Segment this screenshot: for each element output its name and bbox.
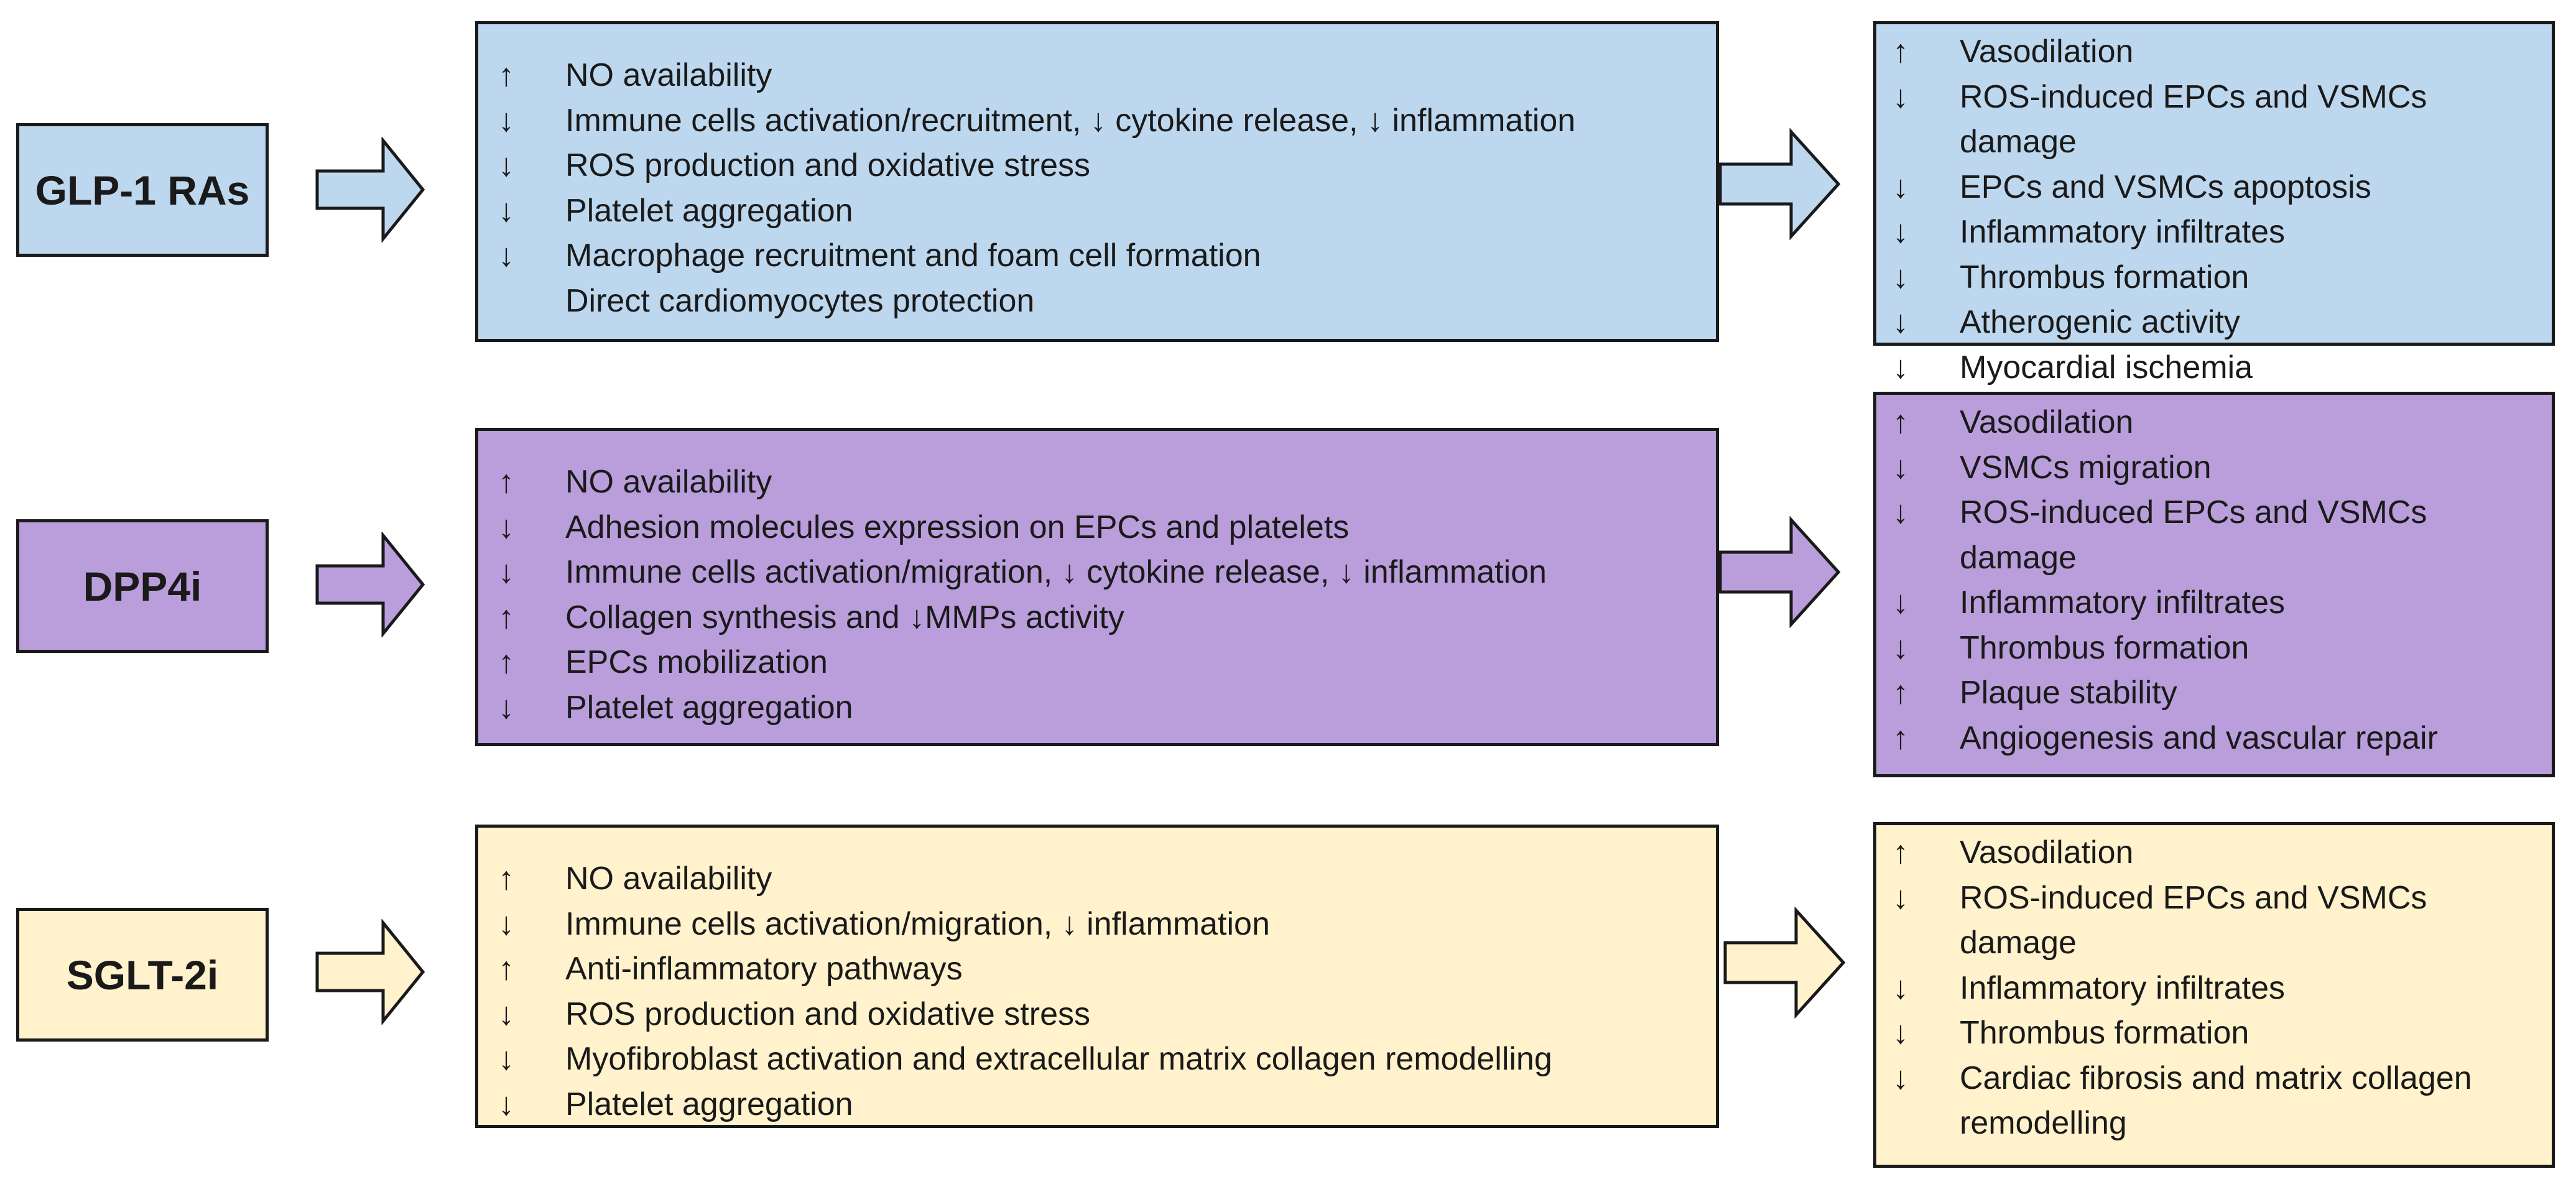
effect-item: ↑Vasodilation <box>1893 34 2134 70</box>
effect-item: ↑Plaque stability <box>1893 675 2177 711</box>
effect-item: ↓EPCs and VSMCs apoptosis <box>1893 169 2371 205</box>
mechanism-item: ↑NO availability <box>498 464 772 500</box>
mechanism-item: ↓Platelet aggregation <box>498 1086 853 1122</box>
effect-item: ↓Thrombus formation <box>1893 1015 2249 1051</box>
effect-box-sglt2i: ↑Vasodilation ↓ROS-induced EPCs and VSMC… <box>1873 822 2555 1168</box>
mechanism-item: ↑Anti-inflammatory pathways <box>498 951 963 987</box>
effect-box-glp1: ↑Vasodilation ↓ROS-induced EPCs and VSMC… <box>1873 21 2555 386</box>
effect-item: ↓VSMCs migration <box>1893 449 2212 486</box>
effect-item: ↓ROS-induced EPCs and VSMCs damage <box>1893 879 2427 961</box>
mechanism-item: ↓ROS production and oxidative stress <box>498 996 1090 1032</box>
effect-box-dpp4i: ↑Vasodilation ↓VSMCs migration ↓ROS-indu… <box>1873 392 2555 777</box>
mechanism-item: ↑Collagen synthesis and ↓MMPs activity <box>498 599 1124 636</box>
effect-item: ↓Thrombus formation <box>1893 629 2249 666</box>
effect-item: ↓ROS-induced EPCs and VSMCs damage <box>1893 78 2427 160</box>
mechanism-item: ↓Immune cells activation/recruitment, ↓ … <box>498 102 1576 139</box>
arrow-right-icon <box>1718 128 1842 240</box>
effect-item: ↑Vasodilation <box>1893 835 2134 871</box>
mechanism-item: ↓Adhesion molecules expression on EPCs a… <box>498 509 1350 545</box>
mechanism-item: ↓Macrophage recruitment and foam cell fo… <box>498 238 1261 274</box>
mechanism-item: ↓Immune cells activation/migration, ↓ in… <box>498 905 1270 942</box>
mechanism-item: ↑NO availability <box>498 861 772 897</box>
mechanism-item: ↓Platelet aggregation <box>498 192 853 229</box>
arrow-right-icon <box>315 137 427 243</box>
arrow-right-icon <box>1723 907 1847 1019</box>
mechanism-item: ↓Platelet aggregation <box>498 689 853 726</box>
effect-item: ↑Vasodilation <box>1893 404 2134 440</box>
effect-item: ↓Myocardial ischemia <box>1893 349 2253 386</box>
arrow-right-icon <box>1718 516 1842 628</box>
mechanism-box-dpp4i: ↑NO availability ↓Adhesion molecules exp… <box>475 428 1719 746</box>
drug-box-glp1: GLP-1 RAs <box>16 123 269 257</box>
effect-item: ↓Inflammatory infiltrates <box>1893 214 2286 250</box>
mechanism-item: ↑NO availability <box>498 57 772 93</box>
arrow-right-icon <box>315 532 427 637</box>
arrow-right-icon <box>315 919 427 1025</box>
effect-item: ↓Thrombus formation <box>1893 259 2249 295</box>
effect-item: ↓ROS-induced EPCs and VSMCs damage <box>1893 494 2427 576</box>
drug-label: SGLT-2i <box>66 951 219 998</box>
mechanism-box-glp1: ↑NO availability ↓Immune cells activatio… <box>475 21 1719 342</box>
drug-box-sglt2i: SGLT-2i <box>16 908 269 1042</box>
effect-item: ↑Angiogenesis and vascular repair <box>1893 719 2438 756</box>
mechanism-item: ↑EPCs mobilization <box>498 644 828 680</box>
mechanism-item: ↓Immune cells activation/migration, ↓ cy… <box>498 554 1547 590</box>
drug-label: DPP4i <box>83 563 202 609</box>
mechanism-item: Direct cardiomyocytes protection <box>565 282 1035 319</box>
drug-label: GLP-1 RAs <box>35 167 250 213</box>
drug-box-dpp4i: DPP4i <box>16 519 269 653</box>
mechanism-box-sglt2i: ↑NO availability ↓Immune cells activatio… <box>475 825 1719 1128</box>
effect-item: ↓Inflammatory infiltrates <box>1893 585 2286 621</box>
effect-item: ↓Cardiac fibrosis and matrix collagen re… <box>1893 1060 2472 1142</box>
mechanism-item: ↓Myofibroblast activation and extracellu… <box>498 1041 1552 1077</box>
mechanism-item: ↓ROS production and oxidative stress <box>498 147 1090 183</box>
effect-item: ↓Atherogenic activity <box>1893 304 2240 340</box>
effect-item: ↓Inflammatory infiltrates <box>1893 969 2286 1006</box>
